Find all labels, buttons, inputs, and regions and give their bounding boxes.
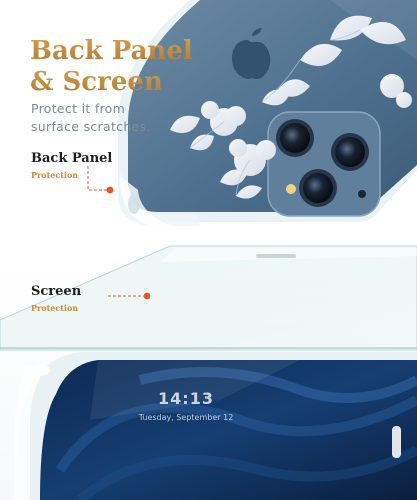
camera-module bbox=[267, 111, 381, 217]
back-panel-callout: Back Panel Protection bbox=[31, 151, 112, 181]
headline-line-2: & Screen bbox=[30, 67, 230, 98]
screen-callout-line bbox=[108, 292, 151, 300]
tagline-line-2: surface scratches. bbox=[31, 119, 151, 134]
floral-leaves bbox=[189, 29, 361, 197]
back-panel-callout-line bbox=[87, 166, 114, 194]
phone-back-with-case bbox=[118, 0, 417, 226]
back-panel-callout-title: Back Panel bbox=[31, 151, 113, 166]
tagline-line-1: Protect it from bbox=[31, 101, 126, 116]
screen-callout: Screen Protection bbox=[31, 284, 81, 314]
tagline: Protect it from surface scratches. bbox=[31, 100, 181, 136]
screen-callout-title: Screen bbox=[31, 284, 82, 299]
screen-protector bbox=[0, 245, 417, 351]
brand-logo bbox=[231, 28, 271, 79]
lock-screen-time: 14:13 bbox=[158, 389, 214, 408]
screen-callout-subtitle: Protection bbox=[31, 303, 79, 313]
phone-front: 14:13 Tuesday, September 12 bbox=[14, 352, 417, 500]
headline: Back Panel & Screen bbox=[30, 36, 230, 98]
wallpaper-swirls bbox=[55, 367, 417, 500]
headline-line-1: Back Panel bbox=[30, 36, 230, 67]
lock-screen-date: Tuesday, September 12 bbox=[138, 413, 234, 422]
back-panel-callout-subtitle: Protection bbox=[31, 170, 79, 180]
floral-print bbox=[170, 15, 412, 199]
